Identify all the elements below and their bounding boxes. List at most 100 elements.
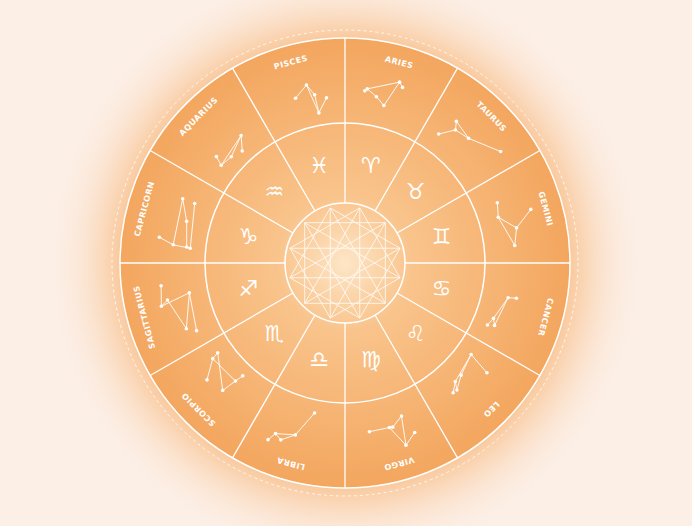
sign-name: LIBRA [276, 455, 306, 470]
star-dot [529, 208, 533, 212]
star-dot [459, 373, 463, 377]
star-dot [492, 317, 496, 321]
divider-line [344, 323, 345, 488]
star-dot [506, 296, 510, 300]
star-line [304, 223, 305, 304]
star-line [360, 208, 400, 278]
star-line [385, 223, 386, 304]
sign-glyph: ♉ [406, 181, 426, 203]
outer-ring [120, 38, 570, 488]
constellation-line [455, 130, 468, 138]
constellation-line [497, 203, 531, 246]
sign-glyph: ♐ [239, 278, 259, 300]
star-dot [404, 443, 408, 447]
star-dot [313, 411, 317, 415]
star-dot [496, 201, 500, 205]
star-dot [469, 353, 473, 357]
constellation-line [369, 416, 414, 445]
star-dot [499, 150, 503, 154]
star-dot [382, 104, 386, 108]
sign-name: ARIES [383, 55, 413, 70]
sign-name: SAGITTARIUS [133, 284, 158, 349]
constellation [158, 197, 197, 250]
divider-line [233, 315, 316, 458]
star-dot [515, 296, 519, 300]
star-dot [188, 291, 192, 295]
constellation [486, 296, 519, 327]
sign-name: PISCES [274, 55, 310, 72]
sign-name: AQUARIUS [178, 96, 220, 138]
star-dot [313, 93, 317, 97]
star-dot [234, 379, 238, 383]
star-dot [239, 134, 243, 138]
star-dot [368, 430, 372, 434]
sign-glyph: ♑ [239, 226, 259, 248]
constellation [496, 201, 533, 247]
sign-glyph: ♈ [361, 155, 381, 177]
center-star [290, 208, 400, 318]
star-line [290, 208, 360, 248]
star-dot [185, 327, 189, 331]
constellation-line [213, 359, 236, 381]
constellation-line [367, 82, 399, 89]
constellation [159, 284, 198, 332]
star-dot [515, 226, 519, 230]
star-dot [437, 132, 441, 136]
star-dot [158, 235, 162, 239]
constellation [215, 134, 244, 167]
star-dot [294, 433, 298, 437]
constellation [205, 351, 244, 392]
star-dot [266, 438, 270, 442]
star-dot [317, 111, 321, 115]
star-dot [274, 432, 278, 436]
sign-name: LEO [482, 400, 501, 419]
constellation-line [365, 82, 403, 105]
inner-ring [285, 203, 405, 323]
constellation-line [296, 85, 327, 113]
star-dot [159, 284, 163, 288]
star-line [330, 208, 385, 303]
star-dot [193, 202, 197, 206]
sign-glyph: ♋ [432, 278, 452, 300]
constellation [294, 83, 329, 114]
star-dot [181, 197, 185, 201]
sign-name: GEMINI [536, 191, 553, 227]
constellation-line [161, 286, 196, 331]
constellation-line [487, 298, 516, 326]
star-dot [391, 425, 395, 429]
star-line [330, 208, 400, 248]
sign-name: TAURUS [475, 100, 508, 133]
star-dot [388, 426, 392, 430]
sign-name: SCORPIO [180, 391, 217, 428]
constellation [451, 353, 488, 395]
star-line [290, 278, 360, 318]
star-dot [454, 380, 458, 384]
star-dot [455, 388, 459, 392]
sign-glyph: ♓ [309, 155, 329, 177]
constellations [158, 80, 533, 447]
sign-glyph: ♎ [309, 349, 329, 371]
star-line [305, 222, 386, 223]
constellation-line [207, 353, 243, 391]
constellation [363, 80, 404, 107]
star-line [305, 303, 386, 304]
star-dot [485, 371, 489, 375]
constellation-line [221, 136, 241, 166]
star-dot [171, 243, 175, 247]
divider-line [405, 262, 570, 263]
star-dot [160, 304, 164, 308]
constellation-line [439, 121, 501, 151]
star-dot [366, 87, 370, 91]
constellation-line [159, 199, 194, 249]
star-dot [216, 351, 220, 355]
star-dot [211, 357, 215, 361]
glow [45, 0, 645, 526]
constellation-line [493, 298, 508, 319]
star-line [360, 248, 400, 318]
divider-line [344, 38, 345, 203]
dashed-ring [112, 30, 578, 496]
star-dot [493, 324, 497, 328]
